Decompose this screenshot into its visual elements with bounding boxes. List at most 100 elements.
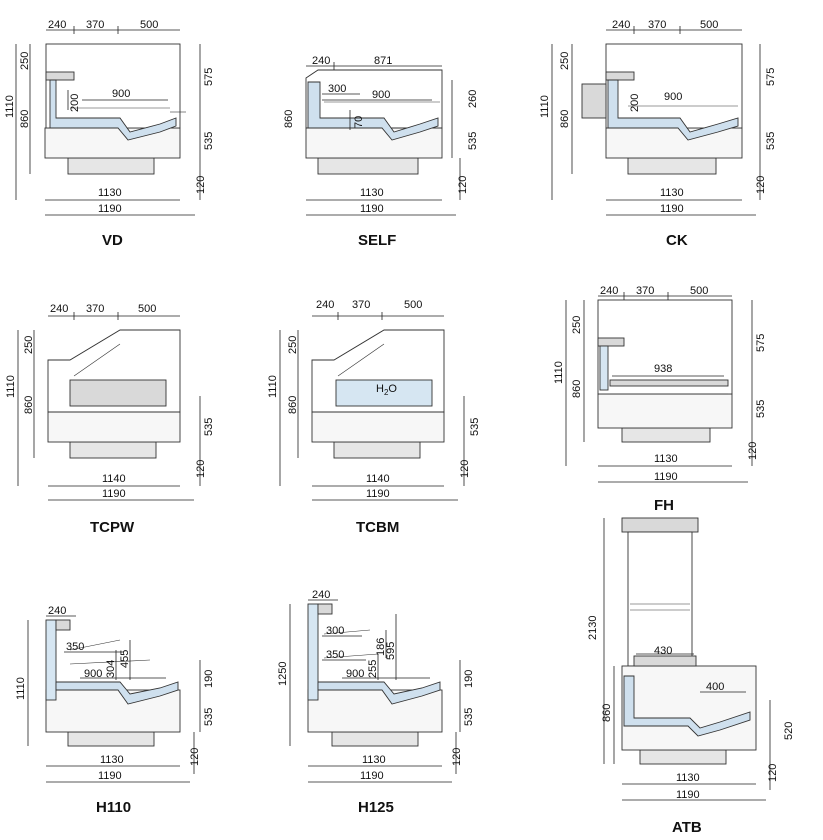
- h110-back-post: [45, 619, 57, 701]
- h110-title: H110: [96, 799, 131, 816]
- h125-title: H125: [358, 799, 394, 816]
- fh-dim-370: 370: [636, 285, 654, 297]
- tcpw-dim-860: 860: [23, 396, 35, 414]
- vd-dim-1190: 1190: [98, 203, 122, 215]
- h110-dim-1130: 1130: [100, 754, 124, 766]
- vd-glass-hood: [45, 43, 181, 129]
- h125-dim-1130: 1130: [362, 754, 386, 766]
- ck-dim-575: 575: [765, 68, 777, 86]
- vd-dim-370: 370: [86, 19, 104, 31]
- tcpw-dim-1140: 1140: [102, 473, 126, 485]
- ck-dim-535: 535: [765, 132, 777, 150]
- ck-dim-200: 200: [629, 94, 641, 112]
- vd-dim-575: 575: [203, 68, 215, 86]
- h125-shelf-2: [323, 653, 379, 659]
- fh-body: [597, 393, 733, 429]
- tcbm-water-well: [335, 379, 433, 407]
- drawing-h110: 240 350 900 304 455 1110 190 535 120 113…: [15, 605, 215, 816]
- tcpw-dim-535: 535: [203, 418, 215, 436]
- self-dim-1130: 1130: [360, 187, 384, 199]
- self-body: [305, 127, 443, 159]
- atb-mid-shelf: [633, 655, 697, 667]
- vd-dim-240: 240: [48, 19, 66, 31]
- drawing-ck: 240 370 500 250 1110 860 575 535 120 200…: [539, 19, 777, 249]
- fh-shelf: [609, 379, 729, 387]
- tcbm-dim-1110: 1110: [267, 375, 279, 398]
- vd-tray: [49, 79, 177, 141]
- fh-dim-575: 575: [755, 334, 767, 352]
- tcpw-dim-500: 500: [138, 303, 156, 315]
- atb-dim-860: 860: [601, 704, 613, 722]
- h110-dim-120: 120: [189, 748, 201, 766]
- fh-dim-240: 240: [600, 285, 618, 297]
- tcpw-body: [47, 411, 181, 443]
- h110-dim-304: 304: [105, 660, 117, 678]
- ck-dim-120: 120: [755, 176, 767, 194]
- h125-base: [331, 731, 419, 747]
- self-base: [317, 157, 419, 175]
- atb-dim-400: 400: [706, 681, 724, 693]
- vd-base: [67, 157, 155, 175]
- tcpw-title: TCPW: [90, 519, 135, 536]
- tcbm-body: [311, 411, 445, 443]
- h125-dim-1250: 1250: [277, 662, 289, 686]
- atb-body: [621, 665, 757, 751]
- atb-dim-430: 430: [654, 645, 672, 657]
- ck-base: [627, 157, 717, 175]
- h110-base: [67, 731, 155, 747]
- tcbm-dim-1140: 1140: [366, 473, 390, 485]
- ck-tray: [607, 79, 739, 141]
- atb-dim-520: 520: [783, 722, 795, 740]
- tcbm-dim-240: 240: [316, 299, 334, 311]
- self-dim-260: 260: [467, 90, 479, 108]
- h125-top-cap: [317, 603, 333, 615]
- tcpw-dim-370: 370: [86, 303, 104, 315]
- tcpw-base: [69, 441, 157, 459]
- drawing-fh: 240 370 500 250 1110 860 575 535 120 938…: [553, 285, 767, 514]
- tcpw-dim-1190: 1190: [102, 488, 126, 500]
- ck-dim-240: 240: [612, 19, 630, 31]
- drawing-atb: 2130 860 430 400 520 120 1130 1190 ATB: [587, 517, 795, 836]
- h125-dim-255: 255: [367, 660, 379, 678]
- vd-dim-250: 250: [19, 52, 31, 70]
- atb-tray: [623, 675, 751, 737]
- h110-dim-1110: 1110: [15, 677, 27, 700]
- h110-dim-190: 190: [203, 670, 215, 688]
- ck-dim-900: 900: [664, 91, 682, 103]
- tcbm-title: TCBM: [356, 519, 399, 536]
- fh-dim-250: 250: [571, 316, 583, 334]
- h125-back-post: [307, 603, 319, 701]
- tcpw-slope: [73, 343, 121, 377]
- tcpw-dim-240: 240: [50, 303, 68, 315]
- atb-dim-1190: 1190: [676, 789, 700, 801]
- fh-dim-535: 535: [755, 400, 767, 418]
- ck-body: [605, 127, 743, 159]
- tcbm-dim-500: 500: [404, 299, 422, 311]
- h110-dim-240: 240: [48, 605, 66, 617]
- h125-dim-190: 190: [463, 670, 475, 688]
- tcbm-h2o-label: H2O: [376, 383, 397, 397]
- h125-dim-595: 595: [385, 642, 397, 660]
- self-dim-860: 860: [283, 110, 295, 128]
- h110-shelf-2: [69, 659, 151, 665]
- ck-title: CK: [666, 232, 688, 249]
- fh-glass-hood: [597, 299, 733, 395]
- h110-top-cap: [55, 619, 71, 631]
- h125-dim-535: 535: [463, 708, 475, 726]
- h125-dim-186: 186: [375, 638, 387, 656]
- h125-dim-300: 300: [326, 625, 344, 637]
- tcbm-dim-370: 370: [352, 299, 370, 311]
- vd-dim-200: 200: [69, 94, 81, 112]
- fh-top-shelf: [597, 337, 625, 347]
- self-dim-871: 871: [374, 55, 392, 67]
- vd-title: VD: [102, 232, 123, 249]
- self-dim-120: 120: [457, 176, 469, 194]
- fh-title: FH: [654, 497, 674, 514]
- self-dim-900: 900: [372, 89, 390, 101]
- tcbm-dim-1190: 1190: [366, 488, 390, 500]
- h110-dim-455: 455: [119, 650, 131, 668]
- atb-top-cap: [621, 517, 699, 533]
- ck-dim-500: 500: [700, 19, 718, 31]
- ck-glass-hood: [605, 43, 743, 129]
